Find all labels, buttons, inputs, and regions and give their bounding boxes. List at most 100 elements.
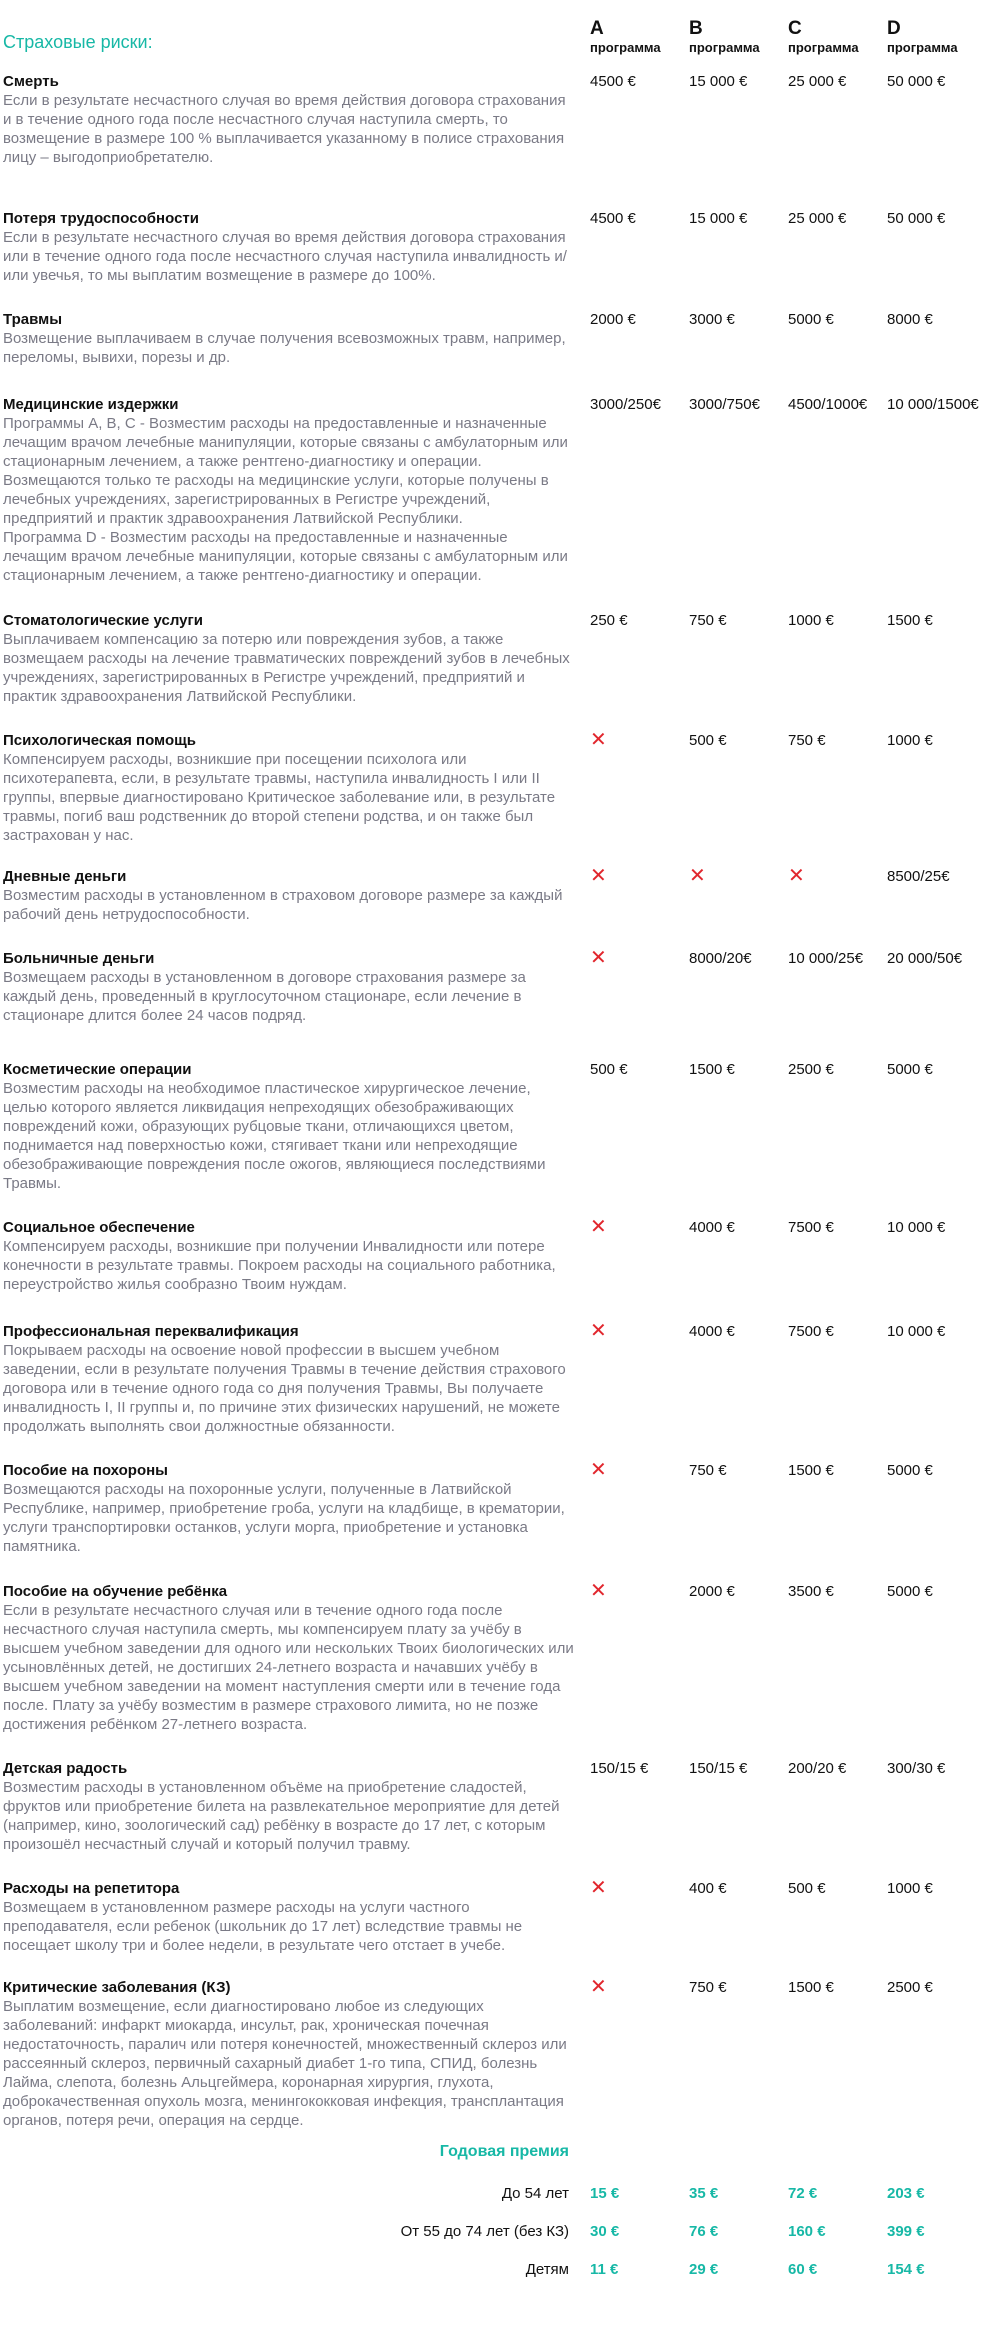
not-covered-icon: ✕ bbox=[788, 865, 805, 887]
coverage-value: 1000 € bbox=[788, 612, 834, 629]
coverage-value: 750 € bbox=[788, 732, 826, 749]
risk-title: Потеря трудоспособности bbox=[3, 210, 199, 227]
risk-title: Стоматологические услуги bbox=[3, 612, 203, 629]
risk-title: Профессиональная переквалификация bbox=[3, 1323, 299, 1340]
coverage-value: 1000 € bbox=[887, 732, 933, 749]
coverage-value: 7500 € bbox=[788, 1219, 834, 1236]
premium-value: 11 € bbox=[590, 2260, 619, 2278]
coverage-value: 10 000/1500€ bbox=[887, 396, 979, 413]
coverage-value: 150/15 € bbox=[590, 1760, 649, 1777]
premium-value: 76 € bbox=[689, 2222, 719, 2240]
risk-title: Пособие на похороны bbox=[3, 1462, 168, 1479]
risk-description: Выплатим возмещение, если диагностирован… bbox=[3, 1998, 567, 2129]
not-covered-icon: ✕ bbox=[590, 1216, 607, 1238]
premium-title: Годовая премия bbox=[439, 2143, 569, 2160]
premium-value: 160 € bbox=[788, 2222, 826, 2240]
risk-description: Возмещаем расходы в установленном в дого… bbox=[3, 969, 526, 1024]
risk-title: Смерть bbox=[3, 73, 59, 90]
coverage-value: 5000 € bbox=[887, 1462, 933, 1479]
table-header: Страховые риски: A программа B программа… bbox=[3, 0, 1000, 72]
program-b-header: B программа bbox=[689, 18, 760, 55]
risk-title: Детская радость bbox=[3, 1760, 128, 1777]
coverage-value: 3000 € bbox=[689, 311, 735, 328]
coverage-value: 2000 € bbox=[590, 311, 636, 328]
risk-title: Социальное обеспечение bbox=[3, 1219, 195, 1236]
program-a-header: A программа bbox=[590, 18, 661, 55]
coverage-value: 750 € bbox=[689, 612, 727, 629]
risk-description: Возместим расходы в установленном объёме… bbox=[3, 1779, 560, 1853]
coverage-value: 10 000/25€ bbox=[788, 950, 864, 967]
risk-title: Травмы bbox=[3, 311, 63, 328]
coverage-value: 500 € bbox=[689, 732, 727, 749]
table-row: Критические заболевания (КЗ)Выплатим воз… bbox=[3, 1976, 1000, 2130]
coverage-value: 3000/250€ bbox=[590, 396, 661, 413]
coverage-value: 50 000 € bbox=[887, 210, 946, 227]
risk-cell: Критические заболевания (КЗ)Выплатим воз… bbox=[3, 1978, 590, 2130]
risk-description: Возмещение выплачиваем в случае получени… bbox=[3, 330, 566, 366]
risk-description: Если в результате несчастного случая во … bbox=[3, 229, 567, 284]
not-covered-icon: ✕ bbox=[590, 1976, 607, 1998]
risk-description: Если в результате несчастного случая или… bbox=[3, 1602, 574, 1733]
risk-description: Покрываем расходы на освоение новой проф… bbox=[3, 1342, 566, 1435]
not-covered-icon: ✕ bbox=[590, 947, 607, 969]
program-c-header: C программа bbox=[788, 18, 859, 55]
coverage-value: 4000 € bbox=[689, 1323, 735, 1340]
coverage-value: 4500 € bbox=[590, 210, 636, 227]
coverage-value: 15 000 € bbox=[689, 210, 748, 227]
premium-label: Детям bbox=[525, 2260, 569, 2278]
risk-title: Пособие на обучение ребёнка bbox=[3, 1583, 228, 1600]
coverage-value: 1000 € bbox=[887, 1880, 933, 1897]
premium-value: 29 € bbox=[689, 2260, 719, 2278]
coverage-value: 25 000 € bbox=[788, 210, 847, 227]
not-covered-icon: ✕ bbox=[590, 1320, 607, 1342]
not-covered-icon: ✕ bbox=[590, 1580, 607, 1602]
coverage-value: 4500/1000€ bbox=[788, 396, 868, 413]
premium-value: 154 € bbox=[887, 2260, 925, 2278]
risk-title: Медицинские издержки bbox=[3, 396, 179, 413]
coverage-value: 300/30 € bbox=[887, 1760, 946, 1777]
coverage-value: 400 € bbox=[689, 1880, 727, 1897]
premium-value: 60 € bbox=[788, 2260, 818, 2278]
risk-title: Психологическая помощь bbox=[3, 732, 196, 749]
premium-value: 399 € bbox=[887, 2222, 925, 2240]
coverage-value: 2500 € bbox=[887, 1979, 933, 1996]
coverage-value: 5000 € bbox=[788, 311, 834, 328]
risk-description: Программы A, B, C - Возместим расходы на… bbox=[3, 415, 568, 584]
coverage-value: 8000/20€ bbox=[689, 950, 752, 967]
risk-title: Расходы на репетитора bbox=[3, 1880, 180, 1897]
coverage-value: 500 € bbox=[590, 1061, 628, 1078]
coverage-value: 4000 € bbox=[689, 1219, 735, 1236]
premium-value: 30 € bbox=[590, 2222, 620, 2240]
risk-description: Возмещаем в установленном размере расход… bbox=[3, 1899, 523, 1954]
risk-description: Если в результате несчастного случая во … bbox=[3, 92, 566, 166]
risk-title: Дневные деньги bbox=[3, 868, 127, 885]
risk-description: Выплачиваем компенсацию за потерю или по… bbox=[3, 631, 570, 705]
not-covered-icon: ✕ bbox=[590, 1459, 607, 1481]
coverage-value: 3000/750€ bbox=[689, 396, 760, 413]
coverage-value: 1500 € bbox=[788, 1979, 834, 1996]
coverage-value: 750 € bbox=[689, 1979, 727, 1996]
risk-description: Возместим расходы на необходимое пластич… bbox=[3, 1080, 546, 1192]
coverage-value: 1500 € bbox=[689, 1061, 735, 1078]
coverage-value: 8000 € bbox=[887, 311, 933, 328]
